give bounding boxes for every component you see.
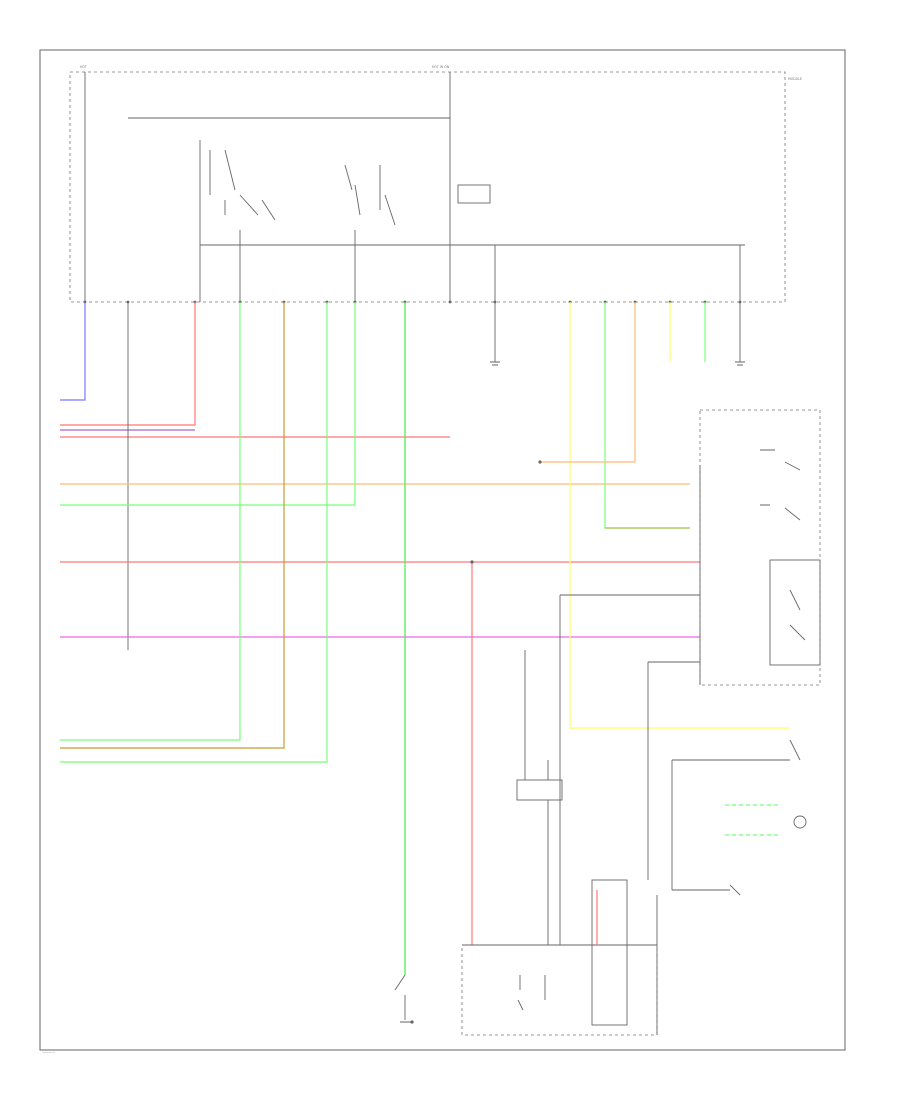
center-splice-dot-2 (538, 460, 542, 464)
wire-gray-right-4 (671, 759, 790, 890)
wire-orange-right (540, 302, 636, 463)
switch-left-1 (209, 149, 236, 215)
top-left-label: HOT (80, 65, 87, 69)
right-module-label: MODULE (788, 77, 802, 81)
outer-frame (39, 49, 846, 1051)
switch-right-1 (344, 164, 361, 216)
switch-right-2 (379, 165, 396, 226)
bottom-left-ground-dot (410, 1020, 414, 1024)
center-splice-dot (470, 560, 474, 564)
switch-1 (760, 449, 801, 471)
switch-inner-box (769, 559, 821, 666)
switch-2 (760, 504, 801, 521)
wire-brown (60, 302, 285, 749)
ground-center (490, 302, 500, 366)
switch-left-2 (239, 194, 276, 221)
switch-module-dashed (699, 409, 821, 686)
center-connector-block (516, 779, 563, 801)
bottom-switch-a (517, 975, 524, 1011)
wire-green-left (60, 302, 356, 506)
wire-yellow (569, 302, 790, 729)
module-top-dashed (69, 71, 786, 303)
ground-circle-right (793, 815, 807, 829)
switch-right-lower (789, 739, 801, 761)
module-relay-block (457, 184, 491, 204)
bottom-left-switch (394, 974, 412, 1023)
wire-gray-right-3 (647, 661, 700, 880)
bottom-relay-block (591, 879, 628, 1026)
wire-green-2 (60, 302, 328, 763)
ground-right (735, 302, 745, 366)
wire-green-1 (60, 302, 241, 741)
bottom-module-dashed (461, 944, 658, 1036)
wire-green-right (604, 302, 690, 529)
wire-red-1 (60, 302, 196, 426)
switch-3 (789, 589, 806, 641)
footer-code: ———— (42, 1050, 56, 1054)
bottom-right-switch (672, 884, 741, 896)
top-center-label: HOT IN ON (432, 65, 450, 69)
wire-blue (60, 302, 86, 401)
